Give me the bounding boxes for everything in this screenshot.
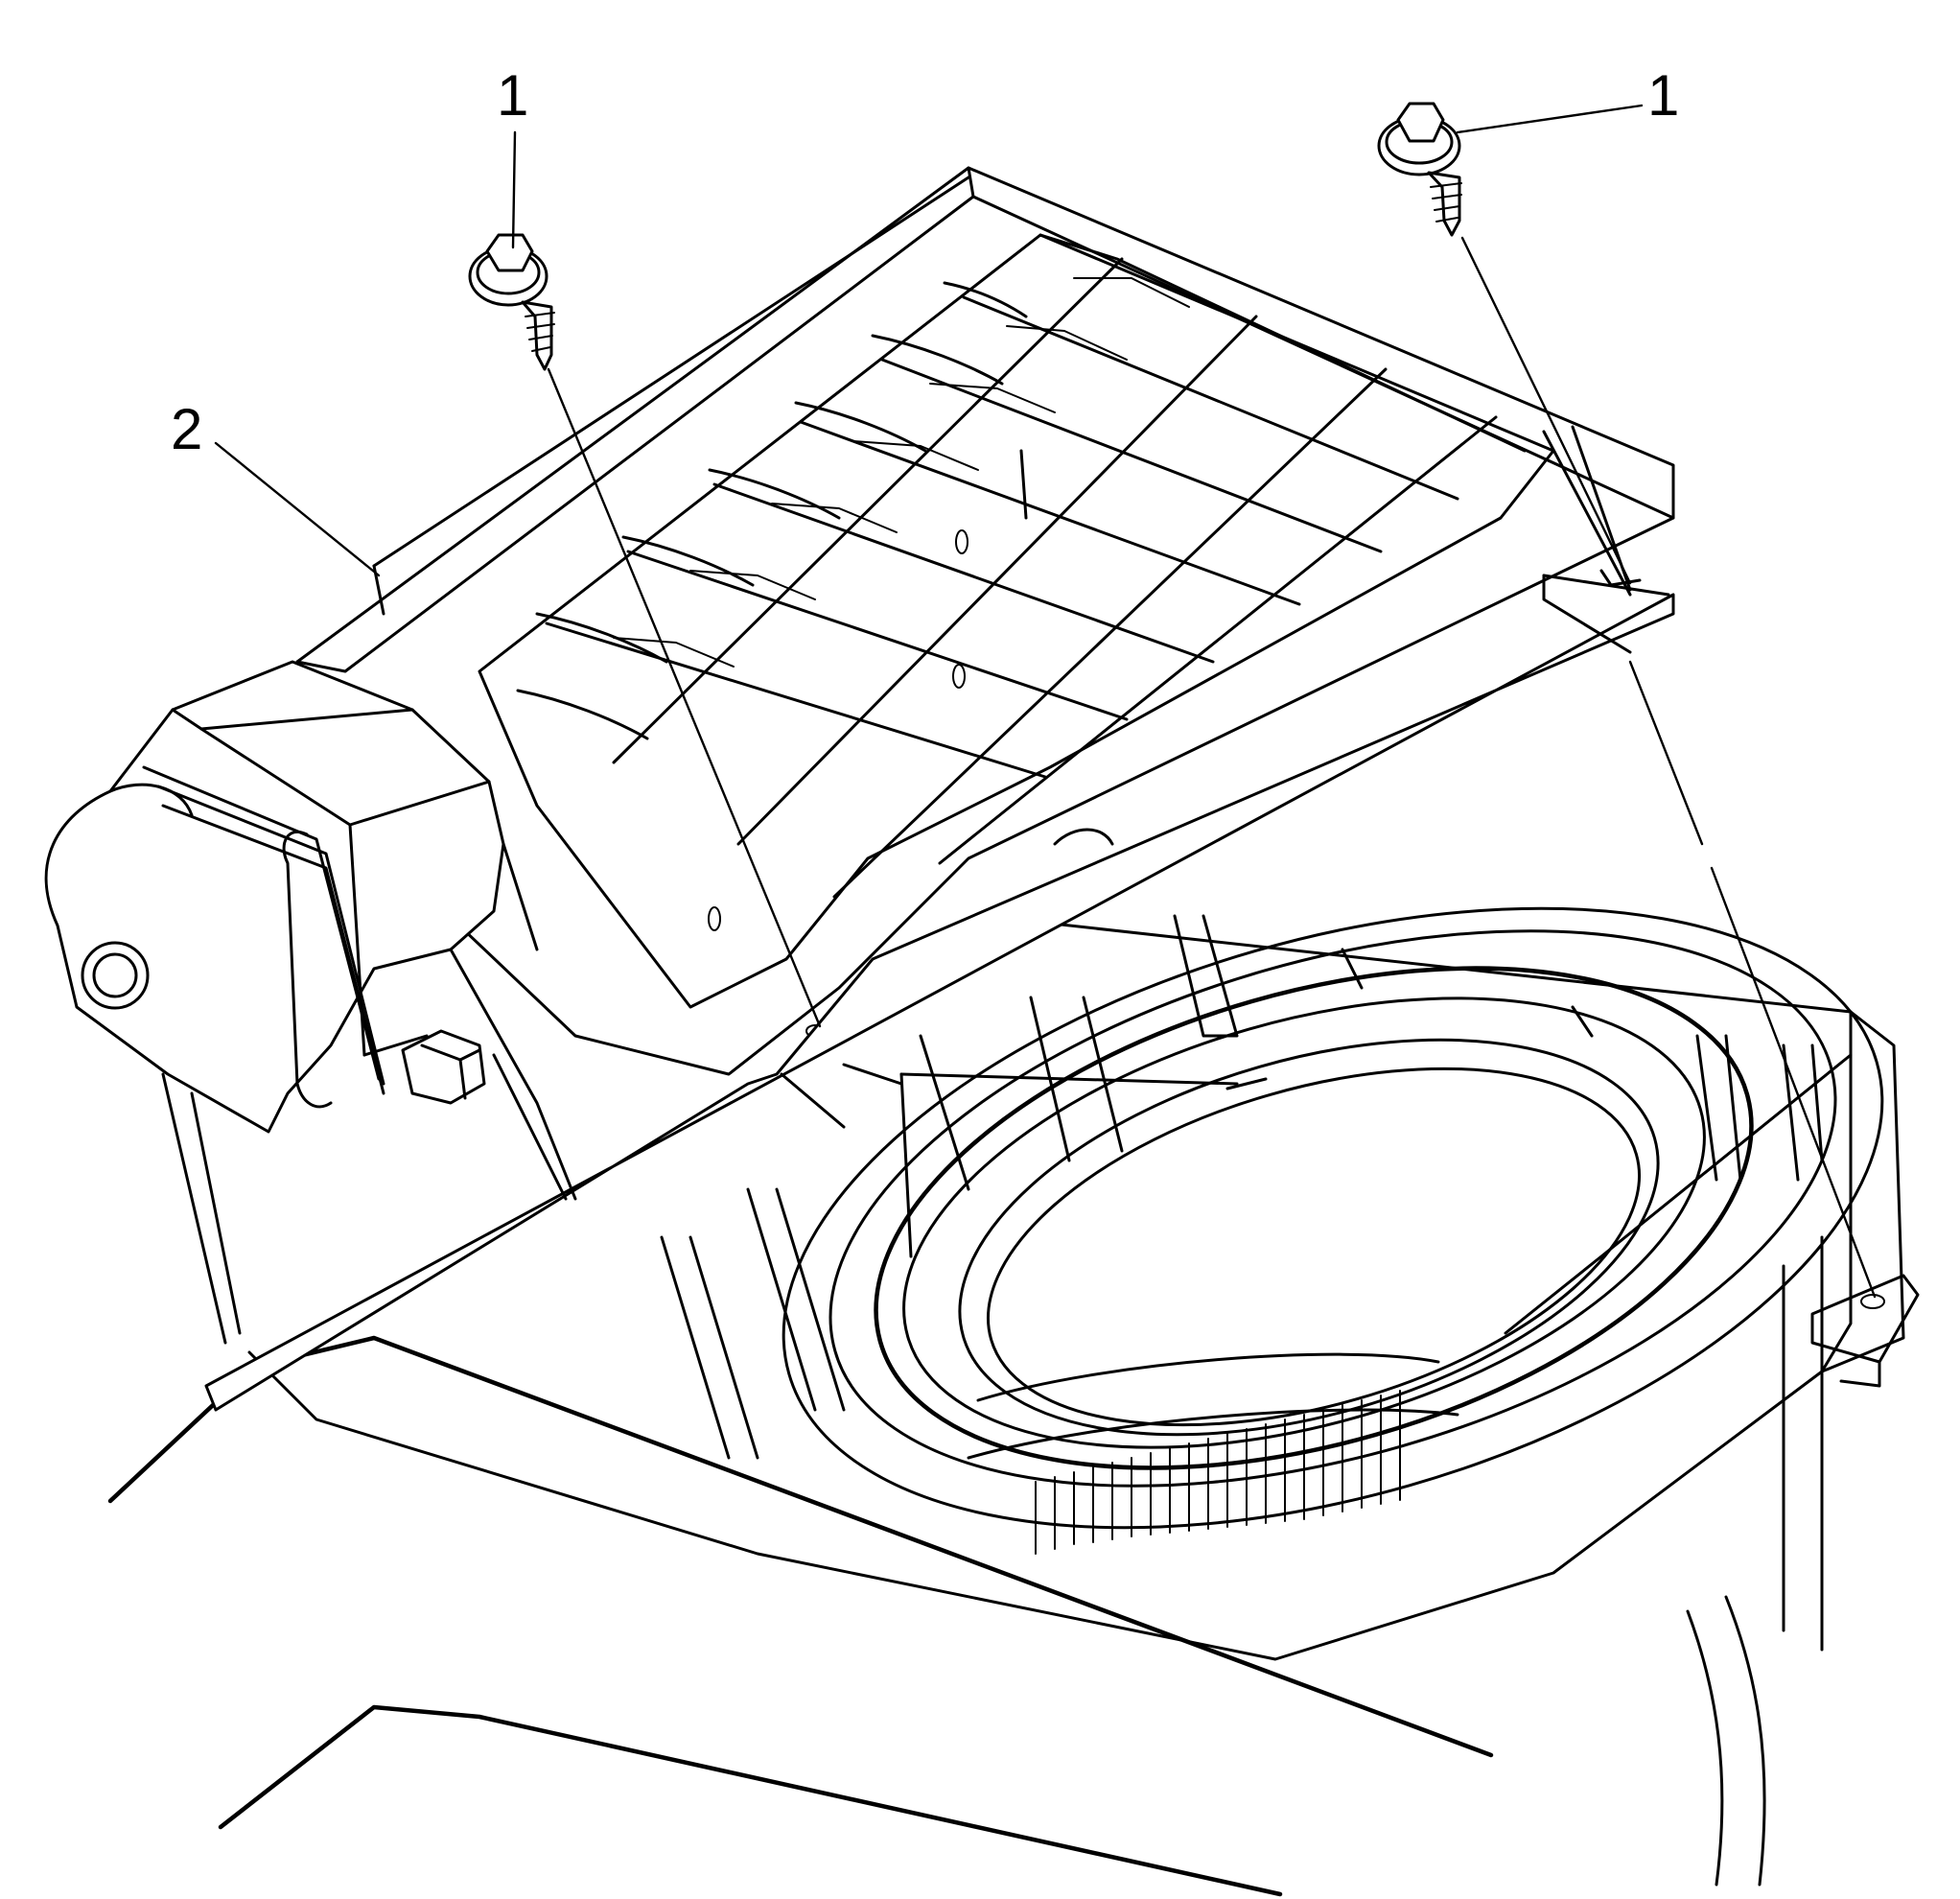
mounting-flange (204, 425, 1675, 1412)
blower-wheel (782, 906, 1884, 1555)
filter-grid-housing (286, 166, 1675, 1076)
screw-left (468, 233, 555, 371)
lower-housing (107, 1235, 1824, 1897)
actuator-motor (44, 660, 577, 1345)
callout-2: 2 (171, 397, 202, 461)
callout-1-left: 1 (497, 63, 528, 128)
callout-1-right: 1 (1647, 63, 1679, 128)
blower-box (247, 914, 1920, 1661)
installation-guide-lines (547, 236, 1877, 1299)
callout-leaders (214, 104, 1644, 577)
screw-right (1377, 102, 1462, 237)
